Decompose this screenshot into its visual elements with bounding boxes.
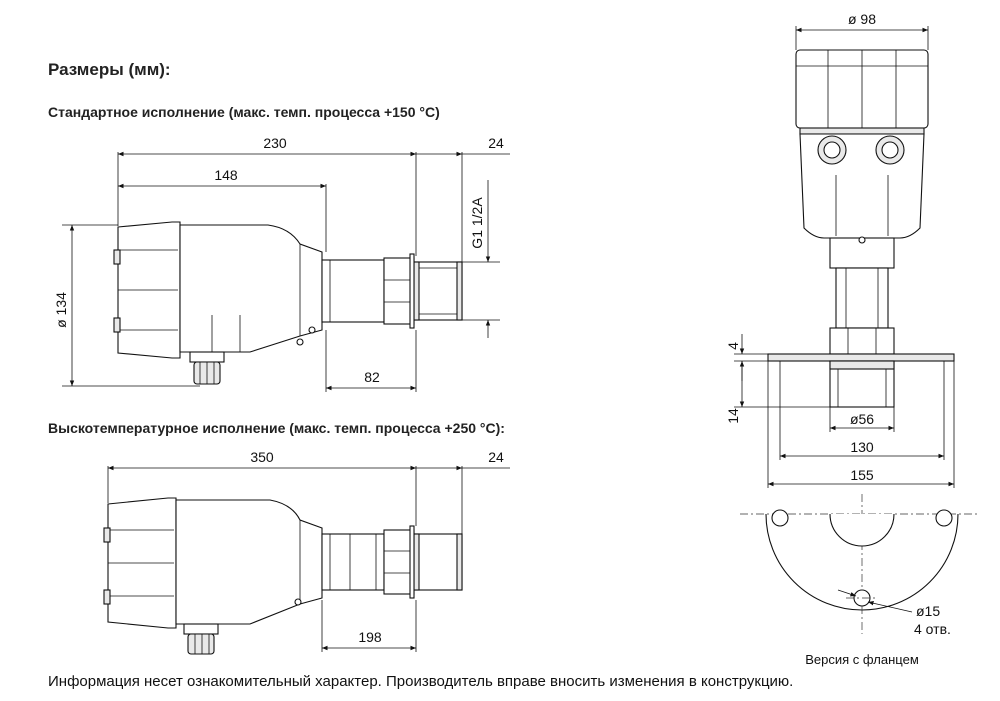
dim-82: 82 [364,369,380,385]
dim-155: 155 [850,467,874,483]
dim-diameter-98: ø 98 [848,11,876,27]
dim-230: 230 [263,135,287,151]
dim-diameter-56: ø56 [850,411,874,427]
standard-title: Стандартное исполнение (макс. темп. проц… [48,104,440,120]
dim-24-hightemp: 24 [488,449,504,465]
dim-130: 130 [850,439,874,455]
dim-thread-g1: G1 1/2A [469,197,485,249]
flange-version-drawing [734,26,980,634]
dim-4: 4 [725,342,741,350]
hightemp-title: Выскотемпературное исполнение (макс. тем… [48,420,505,436]
dim-hole-diameter-15: ø15 [916,603,940,619]
hightemp-version-drawing [103,465,510,655]
dim-350: 350 [250,449,274,465]
dim-diameter-134: ø 134 [53,292,69,328]
dim-hole-count: 4 отв. [914,621,951,637]
footer-note: Информация несет ознакомительный характе… [48,673,793,690]
dim-14: 14 [725,408,741,424]
flange-caption: Версия с фланцем [805,652,919,667]
dim-24-standard: 24 [488,135,504,151]
dim-198: 198 [358,629,382,645]
standard-version-drawing [62,151,510,392]
page-heading: Размеры (мм): [48,60,171,79]
dim-148: 148 [214,167,238,183]
